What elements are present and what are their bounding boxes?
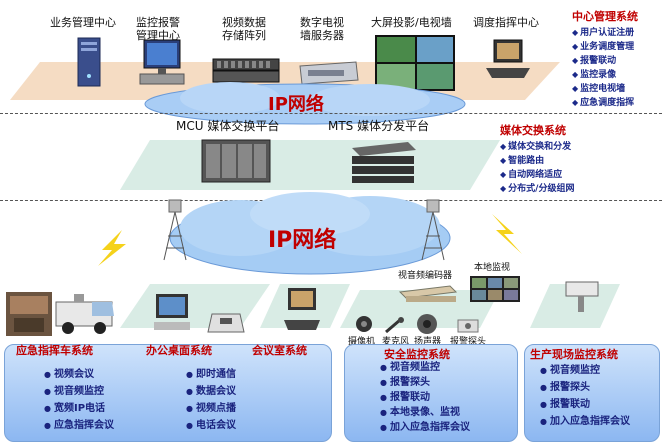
emergency-vehicle-title: 应急指挥车系统 bbox=[16, 344, 93, 357]
list-item: 报警探头 bbox=[380, 375, 470, 390]
list-item: 报警联动 bbox=[380, 390, 470, 405]
media-system-item: 媒体交换和分发 bbox=[500, 140, 574, 154]
media-exchange-system: 媒体交换系统 媒体交换和分发 智能路由 自动网络适应 分布式/分级组网 bbox=[500, 122, 574, 196]
security-feature-list: 视音频监控 报警探头 报警联动 本地录像、监视 加入应急指挥会议 bbox=[380, 360, 470, 435]
emergency-feature-list: 视频会议 视音频监控 宽频IP电话 应急指挥会议 bbox=[44, 366, 114, 434]
list-item: 加入应急指挥会议 bbox=[380, 420, 470, 435]
alarm-center-label: 监控报警 管理中心 bbox=[136, 16, 180, 42]
list-item: 视音频监控 bbox=[44, 383, 114, 400]
local-monitor-icon bbox=[470, 276, 520, 302]
center-management-system: 中心管理系统 用户认证注册 业务调度管理 报警联动 监控录像 监控电视墙 应急调… bbox=[572, 8, 638, 110]
encoder-device-icon bbox=[398, 285, 458, 302]
list-item: 本地录像、监视 bbox=[380, 405, 470, 420]
tv-wall-server-icon bbox=[299, 61, 359, 85]
media-system-item: 分布式/分级组网 bbox=[500, 182, 574, 196]
production-feature-list: 视音频监控 报警探头 报警联动 加入应急指挥会议 bbox=[540, 362, 630, 430]
ip-network-label-main: IP网络 bbox=[268, 228, 337, 253]
speaker-label: 扬声器 bbox=[414, 337, 442, 347]
list-item: 视音频监控 bbox=[380, 360, 470, 375]
list-item: 加入应急指挥会议 bbox=[540, 413, 630, 430]
meeting-terminal-icon bbox=[284, 288, 320, 330]
production-monitoring-title: 生产现场监控系统 bbox=[530, 348, 618, 361]
lightning-icon bbox=[98, 230, 126, 266]
list-item: 报警联动 bbox=[540, 396, 630, 413]
list-item: 报警探头 bbox=[540, 379, 630, 396]
video-terminal-icon bbox=[486, 39, 530, 78]
storage-array-icon bbox=[212, 58, 280, 83]
list-item: 视音频监控 bbox=[540, 362, 630, 379]
center-system-item: 监控电视墙 bbox=[572, 82, 638, 96]
media-system-title: 媒体交换系统 bbox=[500, 124, 566, 137]
mts-server-icon bbox=[352, 142, 416, 183]
list-item: 视频会议 bbox=[44, 366, 114, 383]
center-system-title: 中心管理系统 bbox=[572, 10, 638, 23]
mcu-platform-label: MCU 媒体交换平台 bbox=[176, 119, 280, 133]
pan-tilt-camera-icon bbox=[565, 281, 599, 312]
ip-network-cloud-top bbox=[144, 82, 466, 125]
mts-platform-label: MTS 媒体分发平台 bbox=[328, 119, 430, 133]
list-item: 宽频IP电话 bbox=[44, 400, 114, 417]
ip-network-cloud-main bbox=[169, 192, 451, 275]
security-monitoring-title: 安全监控系统 bbox=[384, 348, 450, 361]
section-divider bbox=[0, 113, 662, 114]
emergency-photo-icon bbox=[6, 292, 52, 336]
command-vehicle-icon bbox=[55, 294, 114, 334]
microphone-label: 麦克风 bbox=[382, 337, 410, 347]
video-wall-icon bbox=[375, 35, 455, 91]
wireless-tower-icon bbox=[421, 199, 445, 261]
alarm-probe-label: 报警探头 bbox=[450, 337, 487, 347]
office-desktop-title: 办公桌面系统 bbox=[146, 344, 212, 357]
server-tower-icon bbox=[77, 37, 101, 87]
alarm-probe-icon bbox=[457, 319, 479, 333]
dispatch-center-label: 调度指挥中心 bbox=[473, 16, 539, 29]
monitor-pc-icon bbox=[139, 39, 185, 85]
tv-wall-server-label: 数字电视 墙服务器 bbox=[300, 16, 344, 42]
center-system-item: 应急调度指挥 bbox=[572, 96, 638, 110]
storage-array-label: 视频数据 存储阵列 bbox=[222, 16, 266, 42]
local-monitor-label: 本地监视 bbox=[474, 263, 511, 273]
list-item: 数据会议 bbox=[186, 383, 236, 400]
mcu-server-icon bbox=[201, 139, 271, 183]
business-center-label: 业务管理中心 bbox=[50, 16, 116, 29]
ip-phone-icon bbox=[207, 313, 245, 333]
camera-label: 摄像机 bbox=[348, 337, 376, 347]
media-system-item: 自动网络适应 bbox=[500, 168, 574, 182]
center-system-item: 监控录像 bbox=[572, 68, 638, 82]
meeting-room-title: 会议室系统 bbox=[252, 344, 307, 357]
wireless-tower-icon bbox=[163, 199, 187, 261]
list-item: 电话会议 bbox=[186, 417, 236, 434]
desktop-computer-icon bbox=[154, 294, 190, 330]
microphone-icon bbox=[385, 317, 404, 334]
speaker-icon bbox=[417, 314, 437, 334]
center-system-item: 用户认证注册 bbox=[572, 26, 638, 40]
media-system-item: 智能路由 bbox=[500, 154, 574, 168]
list-item: 即时通信 bbox=[186, 366, 236, 383]
dome-camera-icon bbox=[356, 316, 372, 332]
encoder-label: 视音频编码器 bbox=[398, 271, 453, 281]
ip-network-label-top: IP网络 bbox=[268, 94, 324, 115]
center-system-item: 报警联动 bbox=[572, 54, 638, 68]
list-item: 视频点播 bbox=[186, 400, 236, 417]
list-item: 应急指挥会议 bbox=[44, 417, 114, 434]
video-wall-label: 大屏投影/电视墙 bbox=[371, 16, 452, 29]
center-system-item: 业务调度管理 bbox=[572, 40, 638, 54]
office-feature-list: 即时通信 数据会议 视频点播 电话会议 bbox=[186, 366, 236, 434]
lightning-icon bbox=[492, 214, 522, 254]
